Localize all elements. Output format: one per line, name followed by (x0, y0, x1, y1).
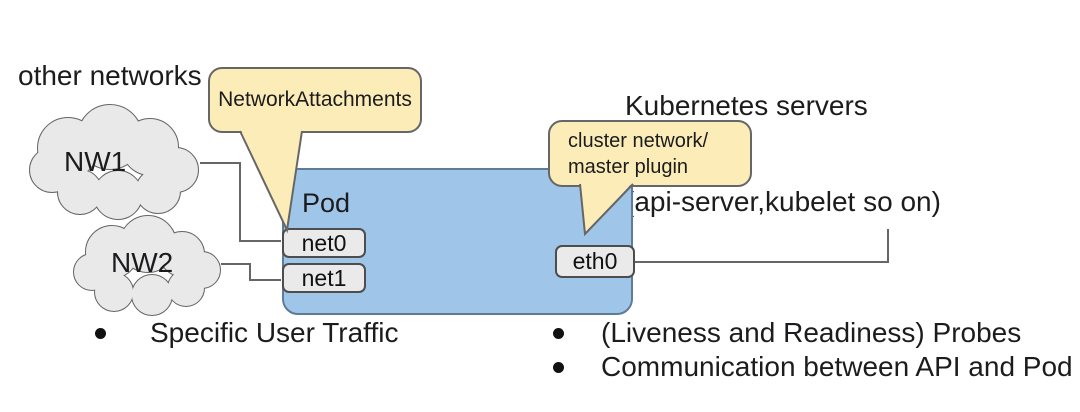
other-networks-label: other networks (18, 60, 202, 91)
kubernetes-servers-label: Kubernetes servers (api-server,kubelet s… (625, 26, 941, 282)
kubernetes-servers-line1: Kubernetes servers (625, 90, 868, 121)
bullet-dot (553, 362, 564, 373)
cluster-network-callout: cluster network/ master plugin (548, 120, 752, 187)
nw1-label: NW1 (64, 146, 127, 177)
pod-label: Pod (302, 188, 351, 218)
cluster-network-line1: cluster network/ (568, 129, 709, 152)
kubernetes-servers-line2: (api-server,kubelet so on) (625, 186, 941, 217)
bullet-text: Specific User Traffic (150, 317, 399, 348)
bullet-communication: Communication between API and Pod (553, 352, 1073, 382)
bullet-text: (Liveness and Readiness) Probes (601, 317, 1022, 348)
eth0-to-servers-line (635, 229, 889, 263)
nw2-to-net1-line (221, 263, 281, 281)
bullet-specific-user-traffic: Specific User Traffic (95, 318, 398, 348)
cluster-network-line2: master plugin (568, 155, 689, 178)
eth0-interface-box: eth0 (555, 245, 635, 278)
bullet-text: Communication between API and Pod (601, 351, 1073, 382)
nw1-to-net0-line (200, 162, 281, 242)
bullet-probes: (Liveness and Readiness) Probes (553, 318, 1021, 348)
bullet-dot (95, 328, 106, 339)
nw2-label: NW2 (111, 247, 174, 278)
network-attachments-callout: NetworkAttachments (208, 67, 422, 133)
net1-interface-box: net1 (282, 263, 366, 293)
net0-interface-box: net0 (282, 228, 366, 258)
bullet-dot (553, 328, 564, 339)
